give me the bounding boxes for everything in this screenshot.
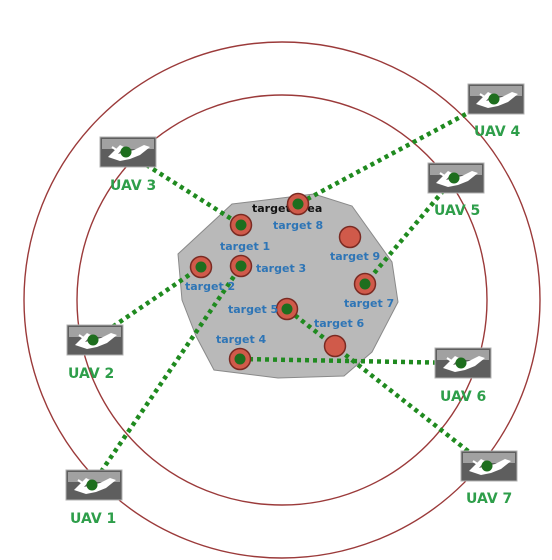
uav-position-dot: [481, 460, 493, 472]
link-uav4-t8: [296, 97, 496, 206]
uav-uav5: UAV 5: [427, 162, 485, 219]
uav-label: UAV 6: [440, 389, 486, 405]
uav-label: UAV 2: [68, 366, 114, 382]
uav-position-dot: [120, 146, 132, 158]
uav-uav2: UAV 2: [66, 324, 124, 382]
uav-uav7: UAV 7: [460, 450, 518, 507]
target-t2: target 2: [185, 255, 235, 293]
uav-label: UAV 4: [474, 124, 521, 140]
target-assigned-dot: [235, 219, 247, 231]
target-marker: [323, 334, 347, 358]
uav-uav6: UAV 6: [434, 347, 492, 405]
link-uav5-t7: [363, 176, 456, 286]
assignment-links: [90, 97, 496, 487]
inner-range-ring: [76, 94, 488, 506]
link-uav6-t4: [239, 356, 462, 366]
link-uav2-t2: [91, 265, 203, 342]
range-rings: [23, 41, 541, 559]
uav-label: UAV 1: [70, 511, 116, 527]
target-label: target 9: [330, 250, 380, 263]
link-uav7-t5: [285, 307, 489, 468]
link-uav3-t1: [124, 150, 243, 227]
target-t1: target 1: [220, 213, 270, 253]
target-t7: target 7: [344, 272, 394, 310]
target-label: target 4: [216, 333, 267, 346]
target-t8: target 8: [273, 192, 323, 232]
target-assigned-dot: [359, 278, 371, 290]
uav-position-dot: [86, 479, 98, 491]
uav-position-dot: [488, 93, 500, 105]
uav-position-dot: [455, 357, 467, 369]
uav-uav1: UAV 1: [65, 469, 123, 527]
target-label: target 1: [220, 240, 270, 253]
target-t4: target 4: [216, 333, 267, 371]
target-label: target 7: [344, 297, 394, 310]
target-assigned-dot: [235, 260, 247, 272]
uav-label: UAV 5: [434, 203, 480, 219]
target-marker: [338, 225, 362, 249]
uav-label: UAV 7: [466, 491, 512, 507]
uav-uav4: UAV 4: [467, 83, 525, 140]
target-t5: target 5: [228, 297, 299, 321]
target-label: target 2: [185, 280, 235, 293]
uav-position-dot: [87, 334, 99, 346]
target-label: target 3: [256, 262, 306, 275]
uav-drone-icon: [99, 136, 157, 168]
target-assigned-dot: [281, 303, 293, 315]
uav-position-dot: [448, 172, 460, 184]
target-label: target 8: [273, 219, 323, 232]
target-t6: target 6: [314, 317, 365, 358]
target-assigned-dot: [292, 198, 304, 210]
targets: target 1 target 2 target 3 target 4 target 5…: [185, 192, 394, 371]
link-uav1-t3: [90, 264, 243, 487]
uav-label: UAV 3: [110, 178, 156, 194]
target-t3: target 3: [229, 254, 306, 278]
outer-range-ring: [23, 41, 541, 559]
uav-units: UAV 1 UAV 2 UAV 3 UAV 4 UAV 5 UAV 6 UAV 7: [65, 83, 525, 527]
target-label: target 5: [228, 303, 278, 316]
target-t9: target 9: [330, 225, 380, 263]
target-assigned-dot: [195, 261, 207, 273]
uav-uav3: UAV 3: [99, 136, 157, 194]
target-assigned-dot: [234, 353, 246, 365]
target-label: target 6: [314, 317, 365, 330]
